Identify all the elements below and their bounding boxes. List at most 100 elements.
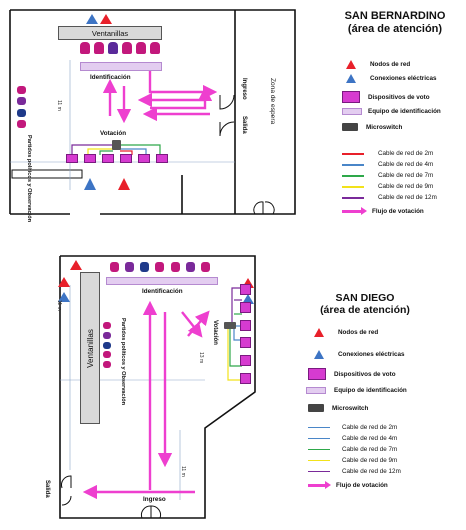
- red-triangle-icon: [346, 60, 356, 69]
- microswitch-icon: [308, 404, 324, 412]
- cable-line-icon: [342, 163, 364, 166]
- sd-title-sub: (área de atención): [320, 304, 410, 317]
- sb-attention-staff: [80, 42, 160, 60]
- sb-voting-flow: [102, 70, 218, 124]
- sd-power-connection: [58, 292, 70, 302]
- cable-line-icon: [342, 196, 364, 199]
- cable-line-icon: [308, 470, 330, 473]
- sd-legend: Nodos de red Conexiones eléctricas Dispo…: [300, 328, 460, 498]
- sb-ventanillas-label: Ventanillas: [91, 28, 129, 38]
- sd-microswitch: [224, 322, 236, 329]
- sb-cables: [71, 144, 161, 155]
- sb-salida-label: Salida: [241, 116, 247, 134]
- sb-door-ingreso: [219, 94, 235, 110]
- sb-ventanillas-counter: Ventanillas: [58, 26, 162, 40]
- sd-salida-label: Salida: [44, 480, 50, 498]
- sb-power-connection: [86, 14, 98, 24]
- sd-observers: [103, 322, 113, 368]
- cable-line-icon: [308, 459, 330, 462]
- sd-medida-inferior-label: 11 m: [180, 466, 186, 477]
- sb-legend-equipo: Equipo de identificación: [342, 108, 441, 115]
- cable-line-icon: [342, 152, 364, 155]
- sb-legend: Nodos de red Conexiones eléctricas Dispo…: [340, 60, 464, 220]
- sd-title: SAN DIEGO (área de atención): [300, 292, 430, 316]
- sb-wall-segment: [11, 169, 83, 179]
- cable-line-icon: [308, 448, 330, 451]
- sd-ventanillas-counter: Ventanillas: [80, 272, 100, 424]
- sd-network-node: [70, 260, 82, 270]
- sd-voting-flow: [82, 300, 210, 500]
- blue-triangle-icon: [346, 74, 356, 83]
- sb-title-sub: (área de atención): [347, 22, 443, 35]
- sd-network-node-2: [58, 277, 70, 287]
- sb-network-node-2: [118, 178, 130, 190]
- sd-power-connection-2: [242, 294, 254, 304]
- sb-legend-microswitch: Microswitch: [342, 123, 402, 131]
- sd-medida-votacion-label: 13 m: [198, 352, 204, 364]
- sb-legend-cable-9m: Cable de red de 9m: [342, 183, 433, 190]
- sb-network-node: [100, 14, 112, 24]
- red-triangle-icon: [314, 328, 324, 337]
- sd-title-main: SAN DIEGO: [335, 292, 395, 304]
- blue-triangle-icon: [314, 350, 324, 359]
- sd-ventanillas-label: Ventanillas: [85, 328, 95, 368]
- id-equipment-icon: [342, 108, 362, 115]
- flow-arrow-icon: [342, 207, 367, 215]
- sb-identificacion-label: Identificación: [90, 74, 131, 81]
- sd-legend-equipo: Equipo de identificación: [306, 387, 407, 394]
- sd-legend-cable-7m: Cable de red de 7m: [308, 446, 397, 453]
- sb-observers: [17, 86, 27, 128]
- sd-medida-v-label: 11 m: [56, 300, 62, 311]
- sd-legend-nodos: Nodos de red: [314, 328, 378, 337]
- sb-title-main: SAN BERNARDINO: [344, 10, 446, 22]
- sd-door-salida: [61, 475, 72, 506]
- cable-line-icon: [308, 437, 330, 440]
- sb-partidos-label: Partidos políticos y Observación: [26, 135, 32, 223]
- sb-microswitch: [112, 140, 121, 150]
- sd-attention-staff: [110, 262, 210, 274]
- sb-medida-label: 11 m: [56, 100, 62, 111]
- sb-legend-dispositivos: Dispositivos de voto: [342, 91, 430, 103]
- sb-title: SAN BERNARDINO (área de atención): [330, 10, 460, 35]
- sb-legend-conexiones: Conexiones eléctricas: [346, 74, 437, 83]
- sb-legend-cable-12m: Cable de red de 12m: [342, 194, 437, 201]
- sb-legend-cable-7m: Cable de red de 7m: [342, 172, 433, 179]
- sb-power-connection-2: [84, 178, 96, 190]
- id-equipment-icon: [306, 387, 326, 394]
- san-bernardino-walls: [9, 9, 296, 215]
- sb-legend-cable-2m: Cable de red de 2m: [342, 150, 433, 157]
- voting-device-icon: [342, 91, 360, 103]
- cable-line-icon: [308, 426, 330, 429]
- sb-door-salida: [219, 121, 235, 137]
- cable-line-icon: [342, 185, 364, 188]
- sd-door-ingreso: [141, 505, 161, 519]
- sd-legend-cable-12m: Cable de red de 12m: [308, 468, 401, 475]
- sd-voting-devices: [240, 284, 251, 384]
- sd-identificacion-label: Identificación: [142, 288, 183, 295]
- sb-legend-flujo: Flujo de votación: [342, 207, 424, 215]
- sb-legend-nodos: Nodos de red: [346, 60, 410, 69]
- microswitch-icon: [342, 123, 358, 131]
- sb-votacion-label: Votación: [100, 130, 127, 137]
- sd-legend-cable-2m: Cable de red de 2m: [308, 424, 397, 431]
- sb-door-bottom: [253, 201, 275, 215]
- san-diego-walls: [59, 255, 256, 519]
- sd-votacion-label: Votación: [212, 320, 218, 345]
- flow-arrow-icon: [308, 481, 331, 489]
- sd-legend-conexiones: Conexiones eléctricas: [314, 350, 405, 359]
- sd-legend-cable-4m: Cable de red de 4m: [308, 435, 397, 442]
- voting-device-icon: [308, 368, 326, 380]
- sd-legend-flujo: Flujo de votación: [308, 481, 388, 489]
- sd-legend-cable-9m: Cable de red de 9m: [308, 457, 397, 464]
- cable-line-icon: [342, 174, 364, 177]
- sd-ingreso-label: Ingreso: [143, 496, 166, 503]
- sb-ingreso-label: Ingreso: [241, 78, 247, 100]
- sb-id-equipment: [80, 62, 162, 71]
- sb-zona-espera-label: Zona de espera: [269, 78, 276, 125]
- sb-voting-devices: [66, 154, 168, 163]
- sd-legend-dispositivos: Dispositivos de voto: [308, 368, 396, 380]
- sd-partidos-label: Partidos políticos y Observación: [120, 318, 126, 406]
- sb-legend-cable-4m: Cable de red de 4m: [342, 161, 433, 168]
- sd-id-equipment: [106, 277, 218, 285]
